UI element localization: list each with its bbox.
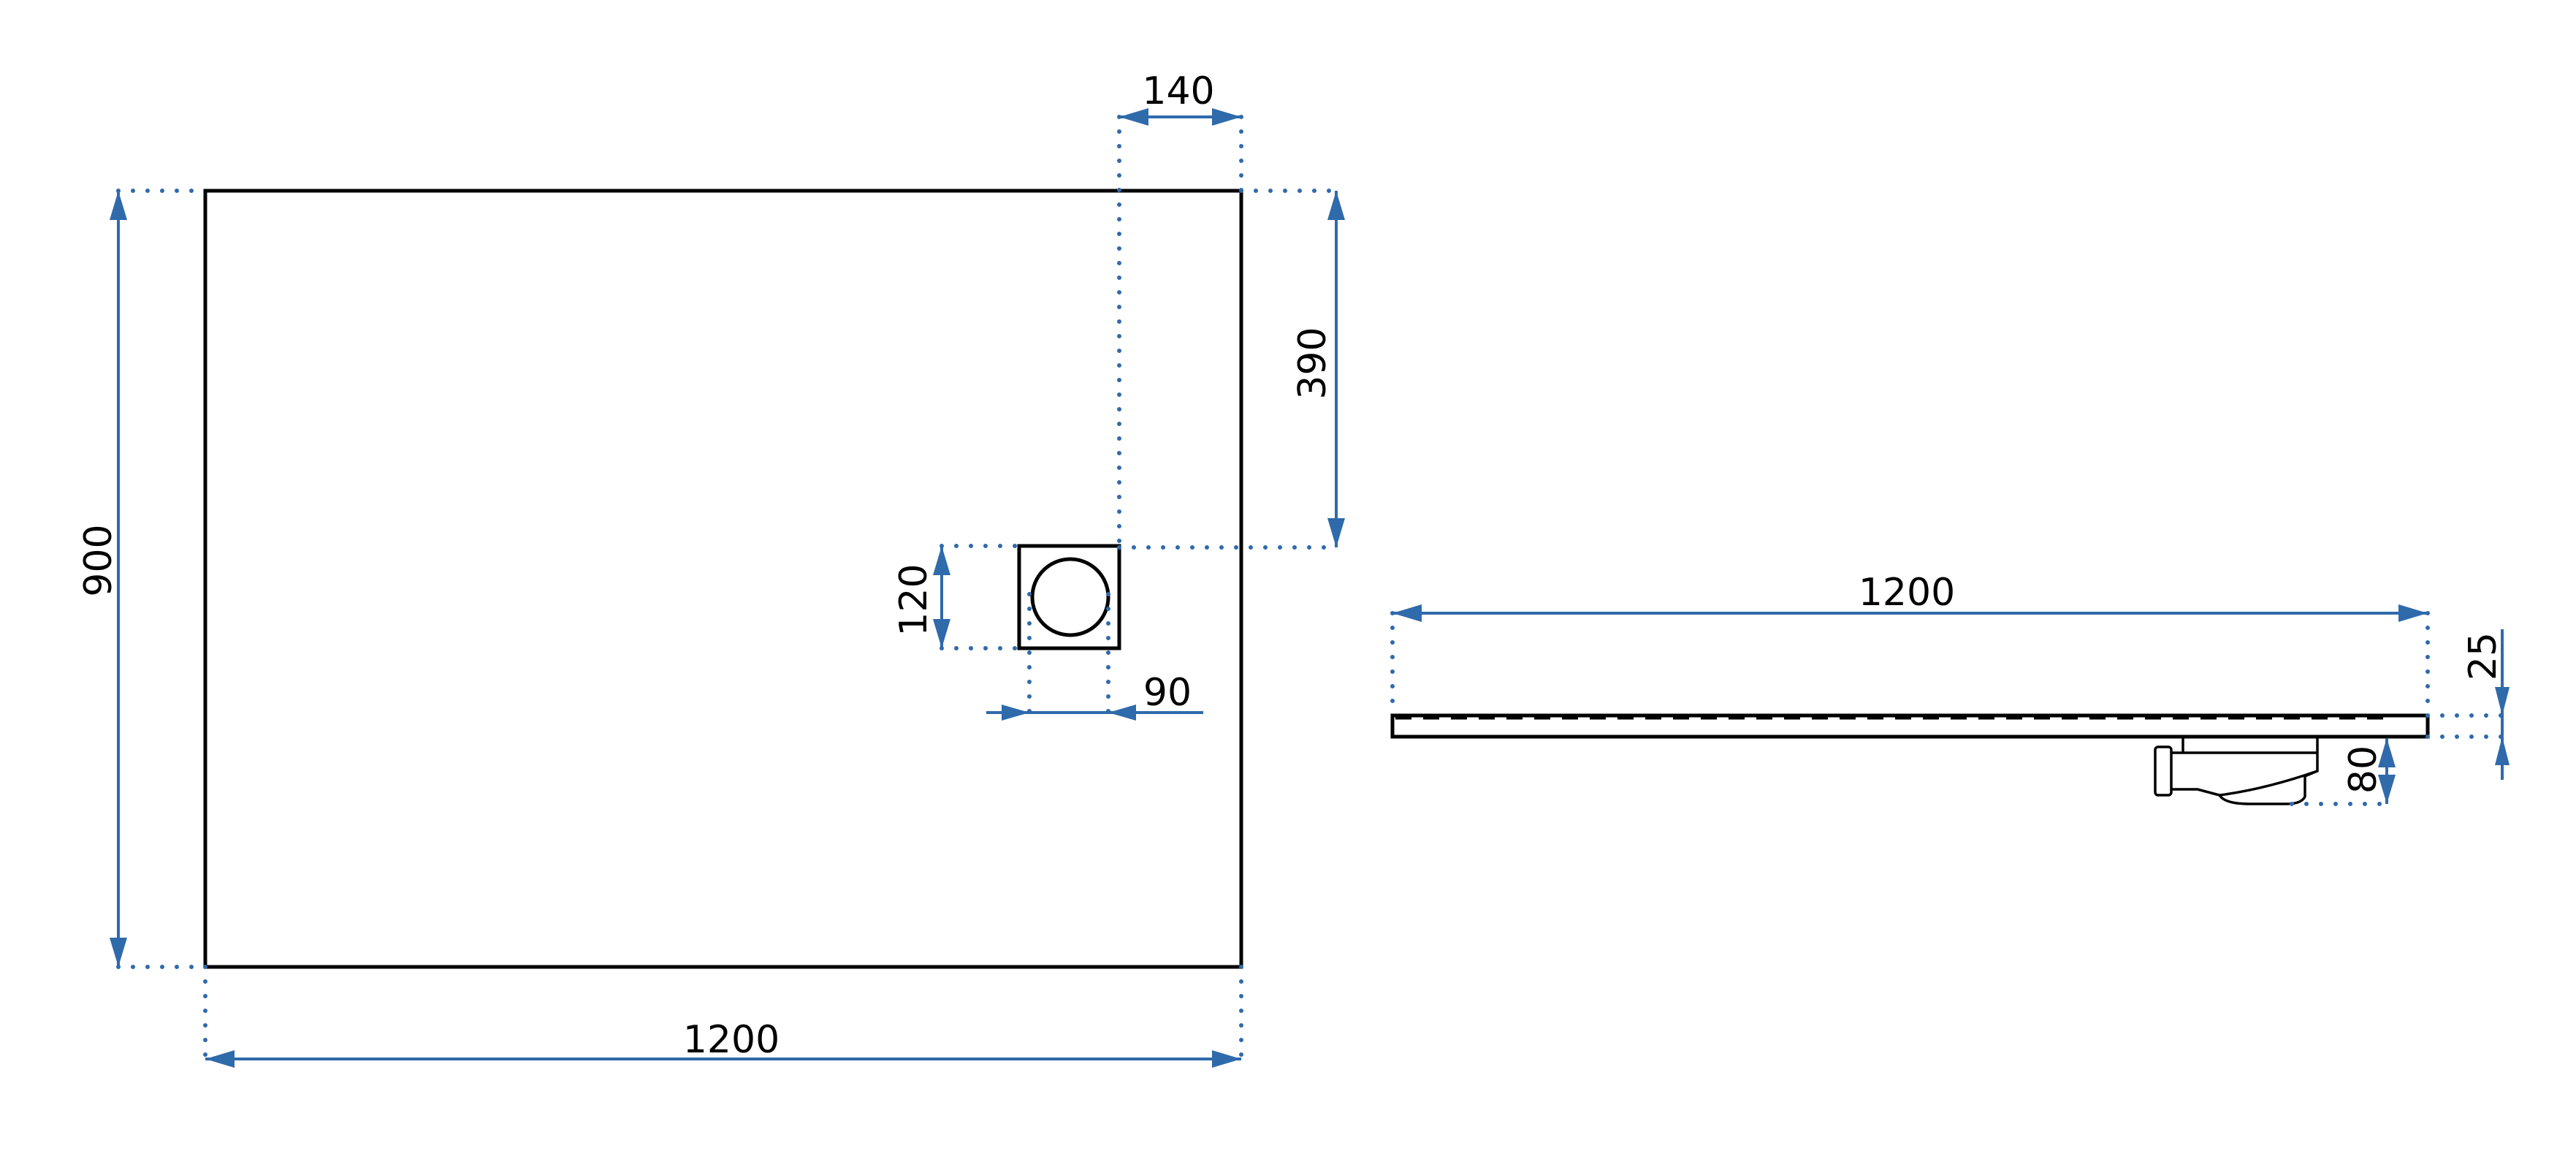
drain-hole-label: 90 <box>1143 671 1192 715</box>
arrow-head <box>2495 737 2510 765</box>
tray-side-outline <box>1390 713 2430 739</box>
side-view: 1200 25 80 <box>1390 571 2510 806</box>
arrow-head <box>1108 705 1136 721</box>
drain-box-label: 120 <box>892 563 936 636</box>
arrow-head <box>2495 687 2510 715</box>
siphon-outlet-cap <box>2154 745 2173 797</box>
drain-box <box>1017 544 1121 650</box>
thickness-label: 25 <box>2461 632 2505 680</box>
width-label: 1200 <box>683 1018 780 1062</box>
drain-offset-y-label: 390 <box>1291 327 1335 399</box>
siphon-body <box>2171 737 2319 805</box>
shower-tray-outline <box>203 189 1243 969</box>
siphon-height-label: 80 <box>2341 745 2385 794</box>
depth-label: 900 <box>77 524 121 596</box>
plan-view: 900 1200 140 390 120 90 <box>77 69 1345 1068</box>
drain-offset-x-label: 140 <box>1142 69 1214 113</box>
length-label: 1200 <box>1859 571 1955 615</box>
drain-hole <box>1030 557 1110 637</box>
arrow-head <box>1002 705 1029 721</box>
